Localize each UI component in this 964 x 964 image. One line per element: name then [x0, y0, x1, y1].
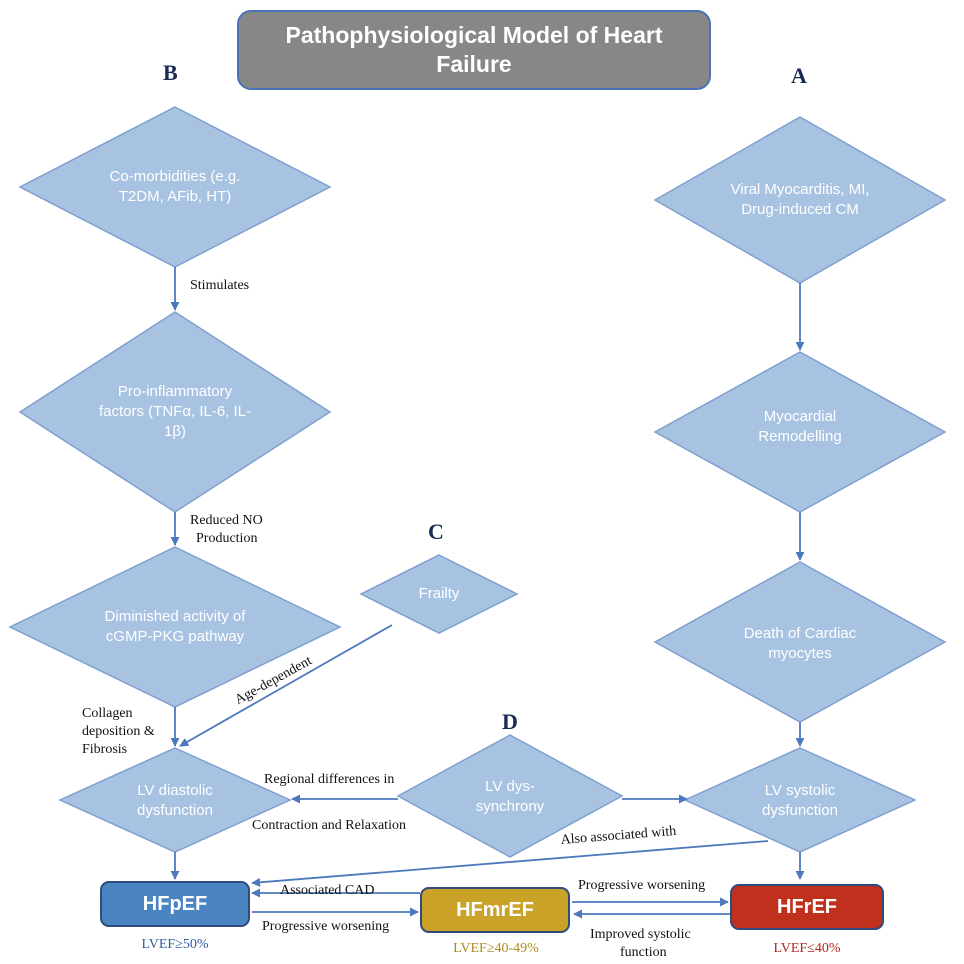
arrow-lv-systolic-hfpef: [251, 840, 769, 887]
edge-label-regional-line1: Regional differences in: [264, 772, 395, 787]
node-proinflammatory: Pro-inflammatory factors (TNFα, IL-6, IL…: [98, 383, 252, 440]
node-comorbidities: Co-morbidities (e.g. T2DM, AFib, HT): [109, 168, 241, 205]
edge-label-reduced-no-line2: Production: [196, 531, 258, 546]
edge-label-progressive-worsening-left: Progressive worsening: [262, 919, 390, 934]
node-remodelling: Myocardial Remodelling: [758, 408, 842, 445]
node-frailty: Frailty: [418, 585, 460, 602]
diamond-frailty: [359, 554, 519, 634]
diamond-lv-dyssynchrony: [396, 734, 624, 858]
label-a: A: [791, 63, 807, 88]
edge-label-improved-line1: Improved systolic: [590, 927, 691, 942]
edge-label-collagen-line3: Fibrosis: [82, 742, 128, 757]
node-lv-systolic: LV systolic dysfunction: [762, 782, 838, 819]
node-cgmp: Diminished activity of cGMP-PKG pathway: [104, 608, 246, 645]
node-viral: Viral Myocarditis, MI, Drug-induced CM: [730, 181, 870, 218]
edge-label-regional-line2: Contraction and Relaxation: [252, 818, 406, 833]
label-c: C: [428, 519, 444, 544]
lvef-hfpef: LVEF≥50%: [141, 937, 209, 952]
label-d: D: [502, 709, 518, 734]
edge-label-collagen-line2: deposition &: [82, 724, 155, 739]
label-b: B: [163, 60, 178, 85]
edge-label-progressive-worsening-right: Progressive worsening: [578, 878, 706, 893]
outcome-box-hfpef: HFpEF: [100, 881, 250, 927]
outcome-box-hfref: HFrEF: [730, 884, 884, 930]
node-lv-diastolic: LV diastolic dysfunction: [137, 782, 213, 819]
edge-label-collagen-line1: Collagen: [82, 706, 133, 721]
edge-label-improved-line2: function: [620, 945, 667, 960]
diagram-title: Pathophysiological Model of Heart Failur…: [237, 10, 711, 90]
edge-label-stimulates: Stimulates: [190, 278, 250, 293]
edge-label-reduced-no-line1: Reduced NO: [190, 513, 263, 528]
lvef-hfref: LVEF≤40%: [773, 941, 841, 956]
lvef-hfmref: LVEF≥40-49%: [453, 941, 539, 956]
node-death: Death of Cardiac myocytes: [743, 625, 857, 662]
node-lv-dyssynchrony: LV dys-synchrony: [475, 778, 545, 815]
arrow-frailty-lv-diastolic: [179, 624, 393, 747]
edge-label-associated-cad: Associated CAD: [280, 883, 375, 898]
outcome-box-hfmref: HFmrEF: [420, 887, 570, 933]
